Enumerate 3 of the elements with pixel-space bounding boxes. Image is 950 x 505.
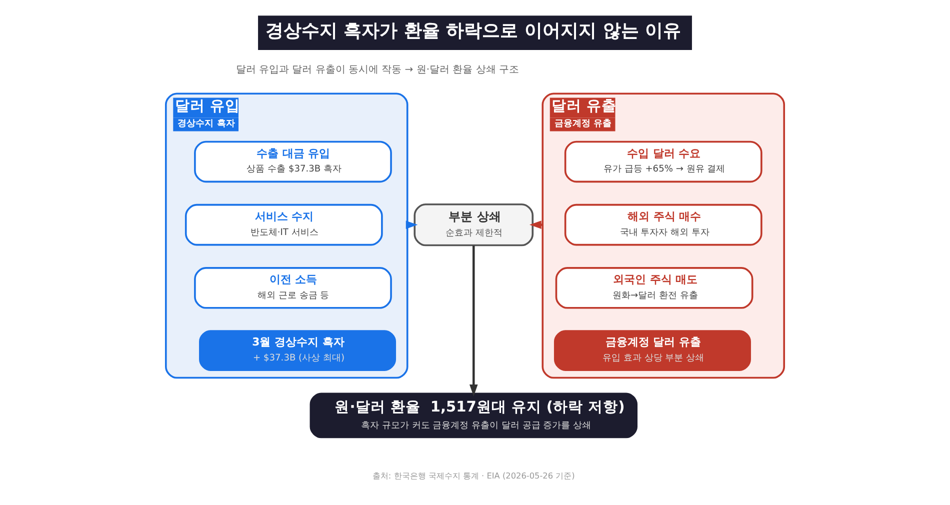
caption: 출처: 한국은행 국제수지 통계 · EIA (2026-05-26 기준) — [372, 470, 575, 481]
diagram-title: 경상수지 흑자가 환율 하락으로 이어지지 않는 이유 — [265, 20, 682, 42]
label: 달러 유입과 달러 유출이 동시에 작동 → 원·달러 환율 상쇄 구조 — [236, 64, 520, 76]
